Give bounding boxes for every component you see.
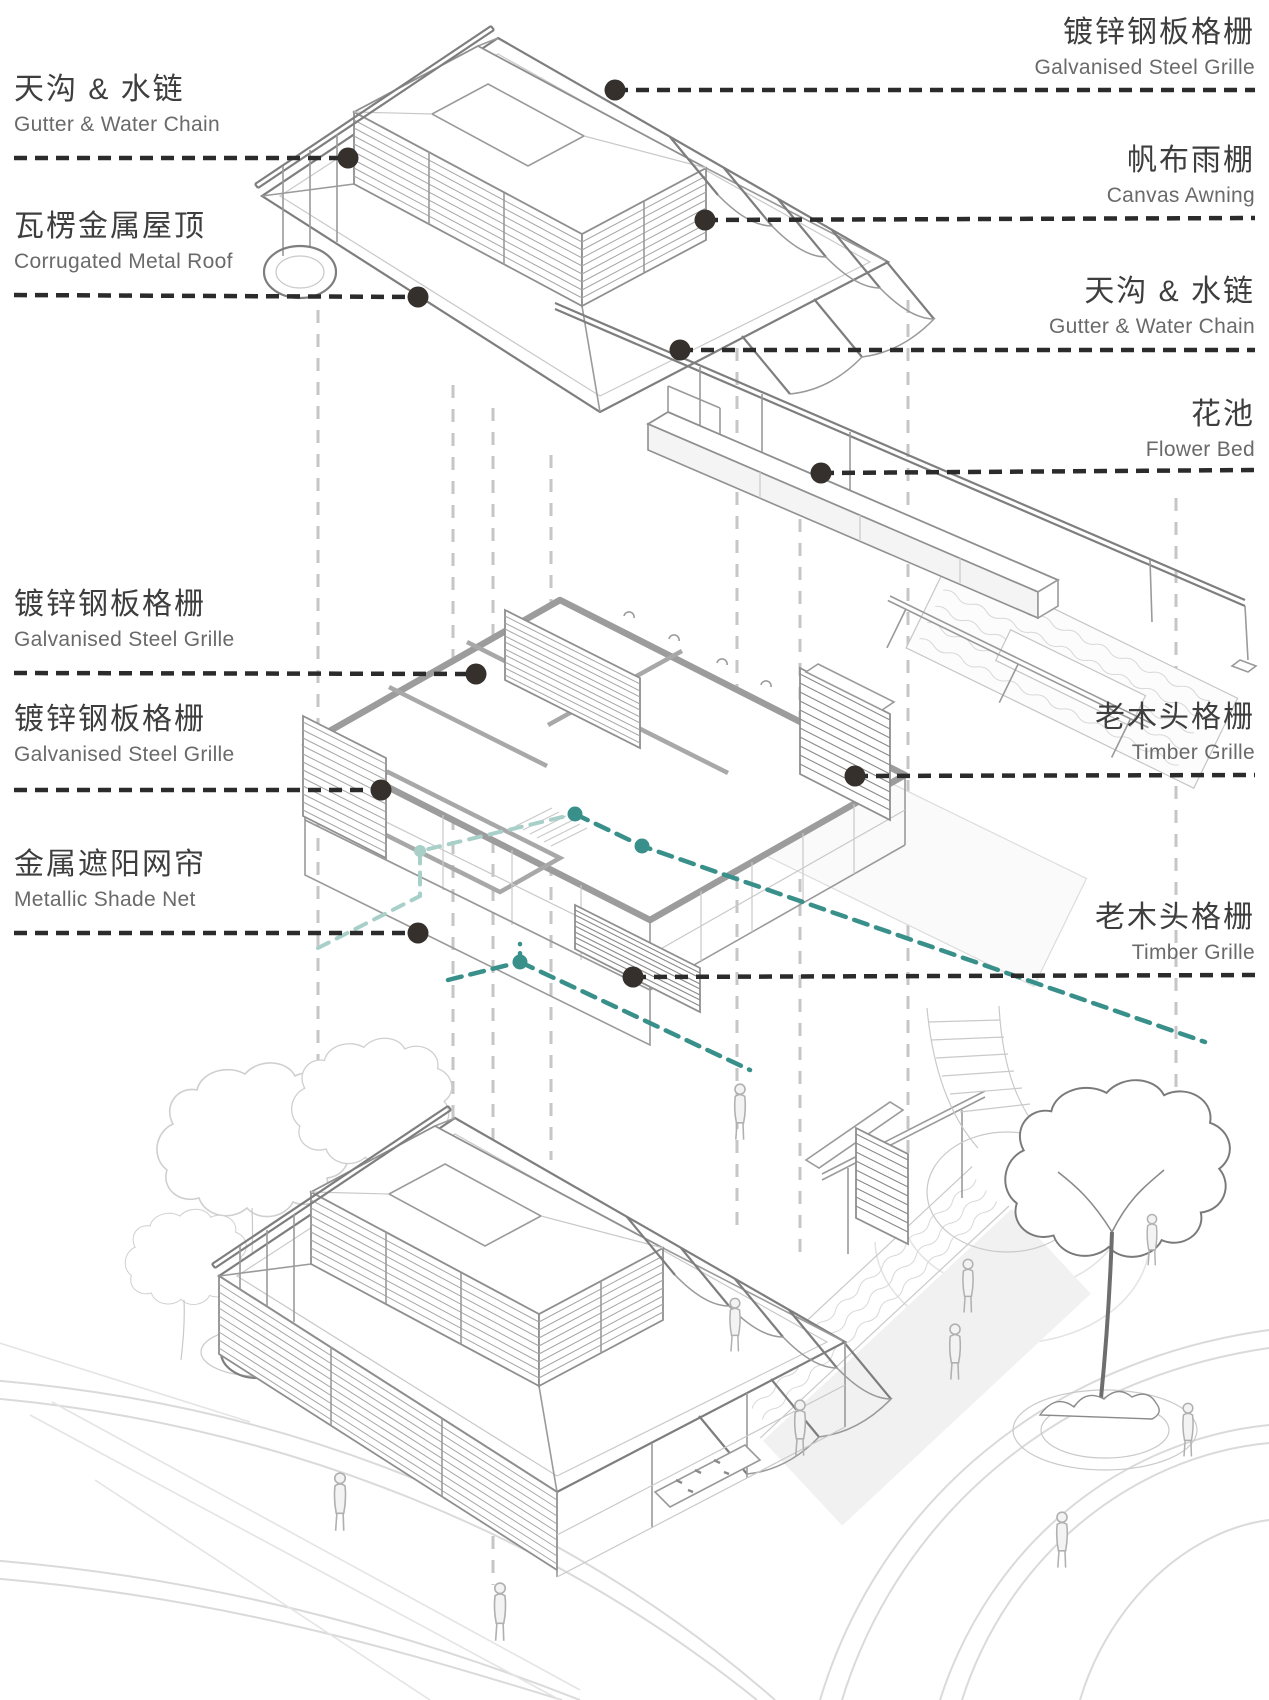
- column-caps: [623, 611, 865, 735]
- callout-leaders: [13, 79, 1256, 988]
- wall-plan-level-drawing: [301, 557, 1239, 1047]
- circulation-path: [316, 806, 1208, 1073]
- roof-level-drawing: [253, 24, 1258, 673]
- terrace-railing: [886, 595, 1152, 758]
- assembled-building-walls: [218, 1274, 846, 1578]
- water-feature: [905, 557, 1239, 789]
- tree-dark-right: [1004, 1079, 1231, 1471]
- flower-bed-pergola: [554, 301, 1258, 673]
- galvanised-grille-panel-top: [504, 608, 641, 750]
- site-level-drawing: [124, 1005, 1231, 1642]
- galvanised-grille-panel-left: [302, 714, 387, 860]
- assembled-pergola-grille: [804, 1090, 986, 1254]
- timber-grille-panel-bottom: [574, 903, 701, 1014]
- bench-beam: [804, 663, 896, 711]
